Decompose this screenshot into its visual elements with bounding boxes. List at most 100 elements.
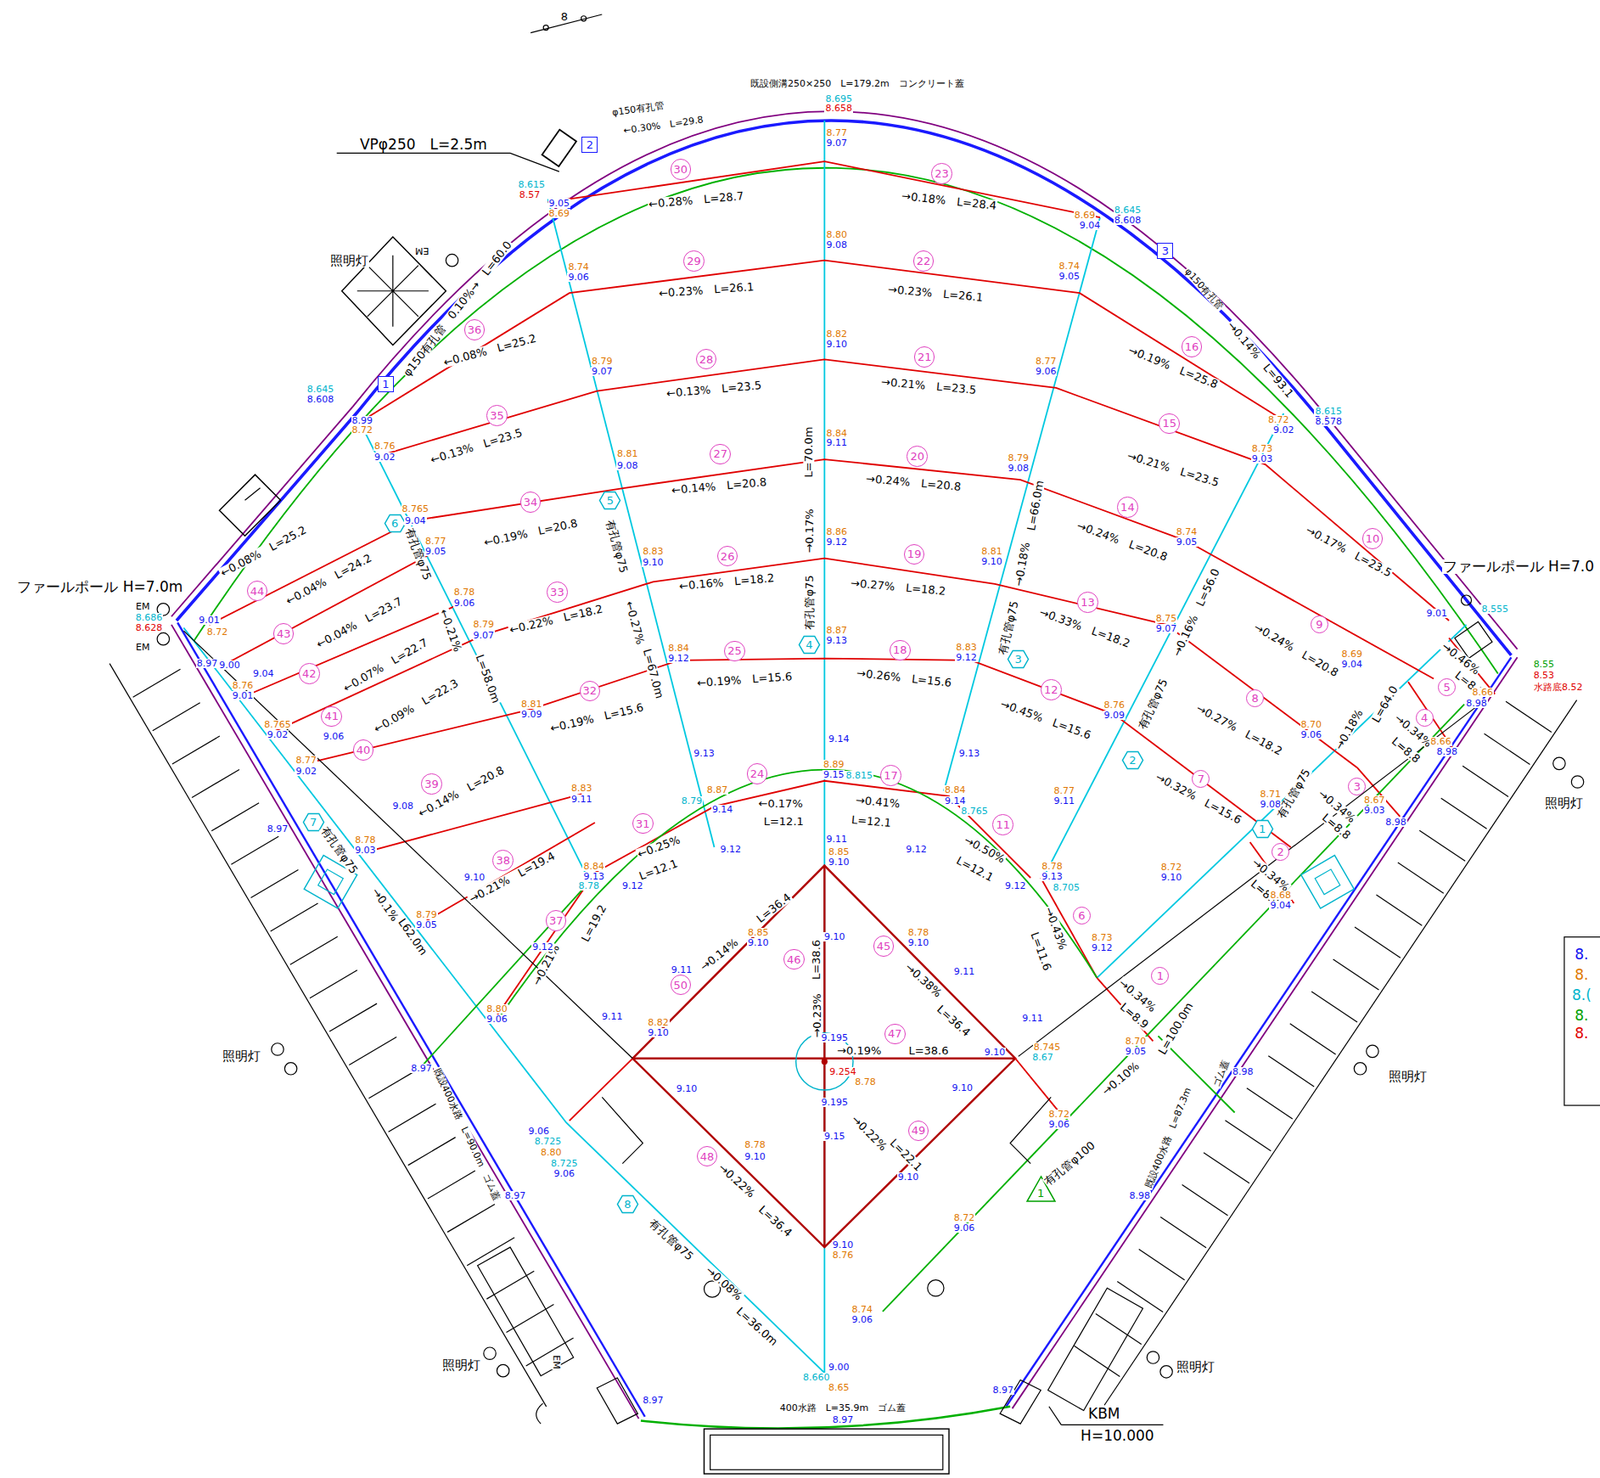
callout-number: 38 (495, 854, 511, 866)
path-shape (1005, 656, 1511, 1406)
elevation-value: 9.02 (1272, 425, 1296, 435)
callout-number: 21 (917, 351, 932, 363)
g-shape (421, 704, 1465, 1312)
elevation-value: 9.05 (1124, 1046, 1148, 1056)
elevation-value: 8.79 (680, 796, 704, 806)
callout-circle: 29 (683, 250, 705, 272)
elevation-value: 8.69 (548, 208, 572, 219)
callout-number: 25 (727, 645, 742, 657)
callout-number: 27 (712, 448, 728, 460)
elevation-value: 8.83 (641, 546, 665, 556)
callout-number: 6 (391, 517, 399, 529)
rect-shape (1564, 937, 1600, 1106)
stand-line (270, 903, 319, 932)
path-shape (193, 168, 1498, 674)
path-shape (943, 217, 1101, 792)
callout-circle: 15 (1158, 413, 1180, 435)
callout-circle: 21 (914, 346, 936, 368)
elevation-value: 9.15 (823, 1131, 847, 1141)
pipe-annotation: 照明灯 (441, 1358, 482, 1372)
elevation-value: 9.12 (719, 844, 743, 854)
pipe-annotation: →0.41% (853, 794, 901, 810)
polygon-shape (596, 1377, 638, 1424)
elevation-value: 8.65 (827, 1382, 851, 1393)
callout-circle: 39 (421, 773, 443, 795)
elevation-value: 8. (1573, 1008, 1589, 1023)
elevation-value: 9.12 (825, 537, 849, 547)
stand-line (1441, 797, 1488, 829)
g-shape (569, 1058, 1062, 1121)
elevation-value: 8.645 (1113, 205, 1143, 215)
pipe-annotation: 照明灯 (329, 254, 370, 268)
elevation-value: 9.10 (980, 556, 1004, 567)
stand-line (1505, 701, 1552, 732)
callout-number: 2 (1128, 754, 1136, 766)
elevation-value: 8.84 (943, 785, 967, 795)
elevation-value: 8.67 (1363, 795, 1387, 805)
stand-line (388, 1103, 437, 1132)
pipe-annotation: ←0.17% (757, 797, 804, 809)
elevation-value: 9.12 (621, 881, 645, 891)
callout-number: 42 (302, 668, 317, 680)
callout-circle: 50 (670, 974, 692, 996)
callout-number: 23 (934, 168, 949, 180)
circle-shape (284, 1062, 297, 1075)
elevation-value: 9.11 (825, 437, 849, 448)
elevation-value: 8.97 (641, 1395, 665, 1405)
pipe-annotation: →0.26% L=15.6 (855, 667, 954, 689)
path-shape (632, 865, 1016, 1248)
elevation-value: 8.76 (373, 441, 397, 451)
pipe-annotation: →0.22% (715, 1161, 758, 1201)
elevation-value: 8. (1573, 967, 1589, 983)
elevation-value: 8.77 (294, 755, 318, 765)
callout-circle: 9 (1310, 615, 1329, 634)
elevation-value: 8.745 (1032, 1042, 1062, 1052)
elevation-value: 8.82 (646, 1017, 670, 1028)
callout-circle: 22 (913, 250, 935, 272)
elevation-value: 8.74 (1175, 527, 1199, 537)
elevation-value: 8.645 (306, 384, 336, 394)
elevation-value: 8.82 (825, 329, 849, 339)
elevation-value: 8.53 (1532, 670, 1556, 680)
path-shape (882, 704, 1465, 1312)
stand-line (172, 735, 220, 764)
elevation-value: 9.10 (463, 872, 487, 882)
elevation-value: 9.07 (1155, 623, 1179, 634)
g-shape (183, 120, 1466, 1373)
elevation-value: 9.02 (266, 729, 290, 740)
callout-circle: 47 (884, 1023, 906, 1045)
elevation-value: 8.615 (517, 179, 547, 190)
callout-number: 24 (750, 768, 765, 780)
elevation-value: 9.15 (822, 769, 846, 780)
elevation-value: 8.69 (1073, 210, 1097, 220)
callout-number: 36 (467, 324, 483, 336)
circle-shape (157, 632, 169, 645)
elevation-value: 9.13 (958, 748, 982, 758)
stand-line (329, 1003, 377, 1032)
note-text: φ150有孔管 (1182, 265, 1226, 312)
callout-circle: 38 (492, 849, 514, 871)
pipe-annotation: ←0.13% L=23.5 (428, 426, 525, 466)
polyline-shape (1408, 681, 1455, 751)
path-shape (245, 488, 261, 500)
elevation-value: 9.01 (197, 615, 221, 625)
elevation-value: 9.10 (1160, 872, 1184, 882)
stand-line (133, 668, 181, 697)
elevation-value: 8.78 (1040, 861, 1064, 871)
pipe-annotation: 照明灯 (1175, 1360, 1216, 1374)
shape-outline (1008, 651, 1029, 669)
elevation-value: 9.08 (616, 460, 640, 471)
elevation-value: 9.06 (322, 731, 346, 742)
stand-line (1203, 1152, 1250, 1184)
elevation-value: 9.08 (1007, 463, 1031, 473)
shape-outline (798, 636, 820, 654)
elevation-value: 8.97 (196, 658, 219, 669)
elevation-value: 8.87 (825, 625, 849, 635)
pipe-annotation: L=36.4 (753, 891, 794, 926)
pipe-annotation: ←0.16% L=18.2 (677, 572, 775, 592)
callout-number: 46 (786, 954, 802, 966)
elevation-value: 8.765 (401, 504, 431, 514)
callout-number: 15 (1162, 417, 1177, 429)
elevation-value: 8.77 (825, 128, 849, 138)
circle-shape (581, 16, 587, 22)
